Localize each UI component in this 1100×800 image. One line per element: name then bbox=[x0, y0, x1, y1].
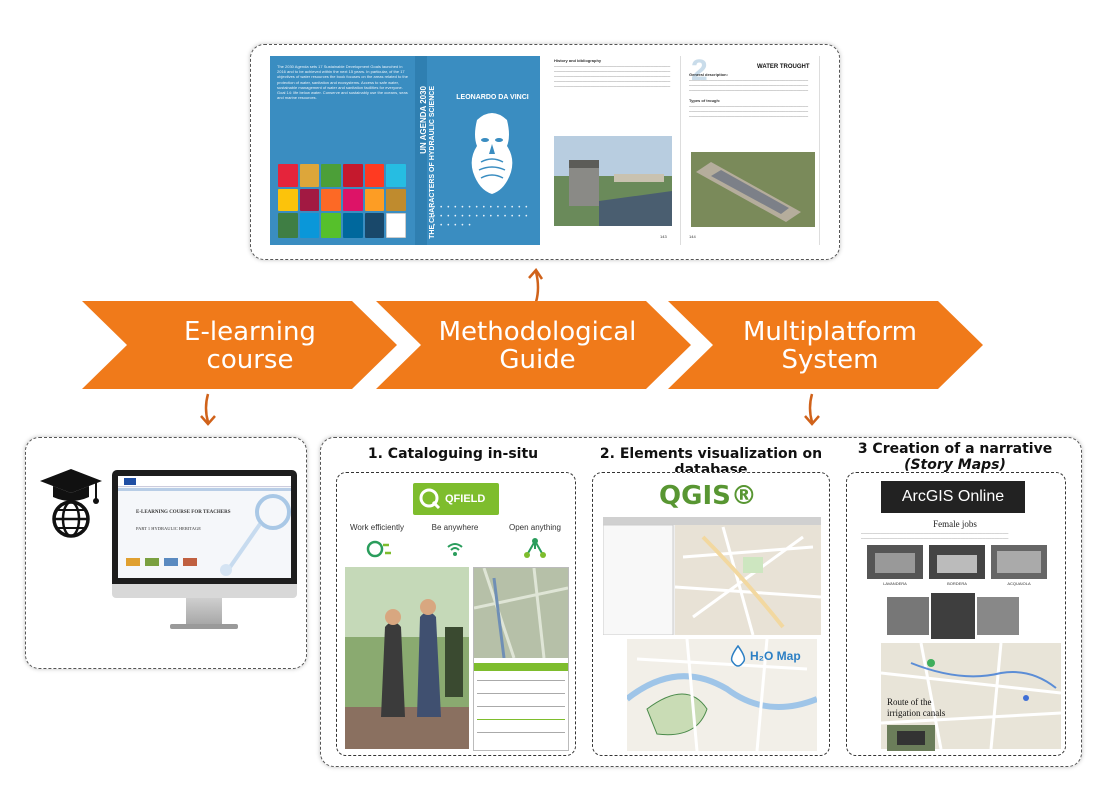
historic-photo-collage bbox=[887, 593, 1019, 639]
page-144-body1: ────────────────────────────────────────… bbox=[689, 78, 809, 93]
phone-toolbar bbox=[474, 663, 568, 671]
wifi-icon bbox=[447, 543, 463, 556]
sync-icon bbox=[366, 540, 391, 558]
screen-bg-circles bbox=[220, 494, 291, 576]
book-spine bbox=[415, 56, 427, 245]
page-144-sub2: Types of trough: bbox=[689, 98, 721, 103]
water-drop-icon bbox=[730, 645, 746, 667]
graduation-globe-icon bbox=[40, 469, 102, 538]
page-144-title: WATER TROUGHT bbox=[757, 64, 810, 70]
phone-form bbox=[474, 671, 568, 736]
guide-book-spread: The 2030 Agenda sets 17 Sustainable Deve… bbox=[270, 54, 820, 245]
screen-course-title: E-LEARNING COURSE FOR TEACHERS bbox=[136, 510, 231, 515]
panel-title-cataloguing: 1. Cataloguing in-situ bbox=[367, 446, 539, 462]
monitor-neck bbox=[186, 598, 222, 624]
water-trough-photo bbox=[691, 152, 815, 227]
qgis-desktop-screenshot bbox=[603, 517, 821, 635]
page-144-sub1: General description: bbox=[689, 72, 728, 77]
route-title: Route of the irrigation canals bbox=[887, 697, 946, 718]
page-143-heading: History and bibliography bbox=[554, 58, 602, 63]
page-143-body: ────────────────────────────────────────… bbox=[554, 64, 671, 89]
book-back-cover: The 2030 Agenda sets 17 Sustainable Deve… bbox=[270, 56, 415, 245]
qgis-logo: QGIS® bbox=[659, 481, 757, 511]
qfield-logo: QFIELD bbox=[413, 483, 499, 515]
screen-course-subtitle: PART 1 HYDRAULIC HERITAGE bbox=[136, 526, 201, 531]
network-icon bbox=[524, 538, 546, 558]
field-survey-photo bbox=[345, 567, 469, 749]
screen-banner bbox=[118, 488, 291, 491]
h2omap-logo-text: H₂O Map bbox=[750, 649, 801, 663]
canal-photo bbox=[887, 725, 935, 751]
qfield-q-icon bbox=[419, 488, 441, 510]
eu-flag-icon bbox=[124, 478, 136, 485]
arcgis-logo: ArcGIS Online bbox=[881, 481, 1025, 513]
sdg-goal-grid bbox=[278, 164, 406, 238]
elearning-monitor-screen: E-LEARNING COURSE FOR TEACHERS PART 1 HY… bbox=[112, 470, 297, 584]
book-page-144: 2 WATER TROUGHT General description: ───… bbox=[685, 54, 820, 245]
chevron-e-learning bbox=[82, 301, 397, 389]
page-144-number: 144 bbox=[689, 234, 696, 239]
screen-topbar bbox=[118, 476, 291, 487]
leonardo-portrait-icon bbox=[471, 113, 513, 194]
arrow-to-elearning-icon bbox=[200, 393, 216, 426]
qfield-logo-text: QFIELD bbox=[445, 493, 486, 505]
chevron-methodological-guide bbox=[376, 301, 691, 389]
page-144-body2: ────────────────────────────────────────… bbox=[689, 104, 809, 119]
book-cover-name: LEONARDO DA VINCI bbox=[456, 94, 529, 101]
page-144-chapter-number: 2 bbox=[691, 54, 708, 87]
qfield-feature-1: Work efficiently bbox=[350, 523, 404, 532]
arcgis-logo-text: ArcGIS Online bbox=[901, 488, 1005, 505]
qfield-panel: QFIELD Work efficiently Be anywhere Open… bbox=[336, 472, 576, 756]
arcgis-panel: ArcGIS Online Female jobs ──────────────… bbox=[846, 472, 1066, 756]
qfield-feature-3: Open anything bbox=[508, 523, 562, 532]
monitor-chin bbox=[112, 584, 297, 598]
story-body: ────────────────────────────────────────… bbox=[861, 531, 1009, 541]
monitor-base bbox=[170, 624, 238, 629]
caption-acquaiola: ACQUAIOLA bbox=[1007, 581, 1031, 586]
qfield-phone-screen bbox=[473, 567, 569, 751]
book-page-143: History and bibliography ───────────────… bbox=[550, 56, 681, 245]
screen-partner-logos bbox=[126, 558, 226, 568]
historic-photo-row bbox=[867, 545, 1047, 579]
arrow-to-guide-icon bbox=[528, 268, 544, 303]
water-gate-photo bbox=[554, 136, 672, 226]
h2omap-logo: H₂O Map bbox=[729, 645, 801, 667]
chevron-multiplatform-system bbox=[668, 301, 983, 389]
cover-water-drops: •••••••••••••••••••••••••••••••••• bbox=[433, 205, 533, 229]
book-front-cover: THE CHARACTERS OF HYDRAULIC SCIENCE LEON… bbox=[427, 56, 540, 245]
panel-title-narrative: 3 Creation of a narrative bbox=[857, 441, 1053, 457]
panel-subtitle-story-maps: (Story Maps) bbox=[904, 457, 1006, 473]
qgis-panel: QGIS® H₂O Map bbox=[592, 472, 830, 756]
page-143-number: 143 bbox=[660, 234, 667, 239]
caption-lavandera: LAVANDERA bbox=[883, 581, 907, 586]
phone-map-view bbox=[473, 567, 569, 659]
arrow-to-system-icon bbox=[804, 393, 820, 426]
qfield-feature-2: Be anywhere bbox=[431, 523, 479, 532]
caption-bordera: BORDERA bbox=[947, 581, 967, 586]
h2omap-screenshot bbox=[627, 639, 817, 751]
story-title: Female jobs bbox=[933, 519, 977, 529]
